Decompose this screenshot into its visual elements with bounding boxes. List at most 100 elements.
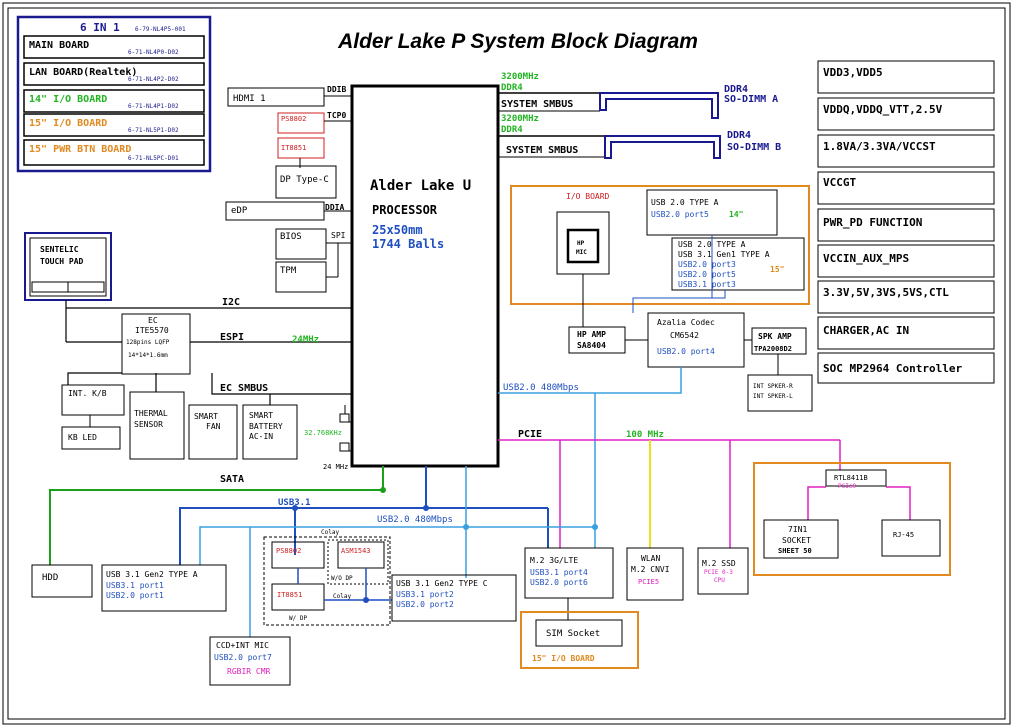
dp-typec-label: DP Type-C <box>280 175 329 185</box>
m2-lte-block: M.2 3G/LTE USB3.1 port4 USB2.0 port6 SIM… <box>520 547 639 669</box>
cam-l2: USB2.0 port7 <box>214 653 272 662</box>
fan-l1: SMART <box>194 412 218 421</box>
mem-ddr-2: DDR4 <box>501 125 523 135</box>
mem-smbus-2: SYSTEM SMBUS <box>506 145 578 156</box>
usb2-right-bus: USB2.0 480Mbps <box>498 367 682 548</box>
wlan-block: WLAN M.2 CNVI PCIE5 <box>626 547 684 601</box>
usb20a-l3: 14" <box>729 210 743 219</box>
lan-board-code: 6-71-NL4P2-D02 <box>128 76 179 83</box>
ps8802-top: PS8802 <box>281 115 306 123</box>
lan-board: RTL8411B PCIe9 7IN1 SOCKET SHEET 50 RJ-4… <box>753 462 951 576</box>
ec-line1: EC <box>148 316 158 325</box>
tcp0-label: TCP0 <box>327 111 346 120</box>
spkr-r: INT SPKER-R <box>753 383 793 390</box>
pcie-bus: PCIE 100 MHz <box>498 429 841 548</box>
wlan-l1: WLAN <box>641 554 660 563</box>
cam-l3: RGBIR CMR <box>227 667 271 676</box>
usb31-bus-label: USB3.1 <box>278 498 311 508</box>
dimm-a-label: SO-DIMM A <box>724 94 778 105</box>
it8851-bottom: IT8851 <box>277 591 302 599</box>
main-board-code: 6-71-NL4P0-D02 <box>128 49 179 56</box>
batt-l2: BATTERY <box>249 422 283 431</box>
typec-l3: USB2.0 port2 <box>396 600 454 609</box>
cpu-block: Alder Lake U PROCESSOR 25x50mm 1744 Ball… <box>350 84 500 468</box>
ps8802-bottom: PS8802 <box>276 547 301 555</box>
io-board-label: I/O BOARD <box>566 192 610 201</box>
kb-label: INT. K/B <box>68 389 107 398</box>
main-board-label: MAIN BOARD <box>29 40 89 51</box>
power-item-3: VCCGT <box>823 176 856 189</box>
touchpad-line2: TOUCH PAD <box>40 257 84 266</box>
ssd-block: M.2 SSD PCIE 0-3 CPU <box>697 547 749 595</box>
bios-label: BIOS <box>280 232 302 242</box>
pcie-speed: 100 MHz <box>626 430 664 440</box>
w-dp-label: W/ DP <box>289 615 307 622</box>
xtal2-label: 24 MHz <box>323 463 348 471</box>
usb20a-l1: USB 2.0 TYPE A <box>651 198 719 207</box>
usb20b-l3: USB2.0 port3 <box>678 260 736 269</box>
usb2-bottom-label: USB2.0 480Mbps <box>377 515 453 525</box>
power-item-4: PWR_PD FUNCTION <box>823 216 922 229</box>
power-item-1: VDDQ,VDDQ_VTT,2.5V <box>823 103 943 116</box>
mem-speed-1: 3200MHz <box>501 72 539 82</box>
mem-ddr-1: DDR4 <box>501 83 523 93</box>
kbled-label: KB LED <box>68 433 97 442</box>
lte-l1: M.2 3G/LTE <box>530 556 578 565</box>
power-item-0: VDD3,VDD5 <box>823 66 883 79</box>
wlan-l2: M.2 CNVI <box>631 565 670 574</box>
codec-l1: Azalia Codec <box>657 318 715 327</box>
spk-amp-l1: SPK AMP <box>758 332 792 341</box>
usb2-right-label: USB2.0 480Mbps <box>503 383 579 393</box>
usb31a-l3: USB2.0 port1 <box>106 591 164 600</box>
wo-dp-label: W/O DP <box>331 575 353 582</box>
page-title: Alder Lake P System Block Diagram <box>337 30 698 53</box>
hp-mic-line1: HP <box>577 240 585 247</box>
touchpad-block: SENTELIC TOUCH PAD <box>24 232 112 301</box>
socket-l3: SHEET 50 <box>778 547 812 555</box>
audio-section: HP AMP SA8404 Azalia Codec CM6542 USB2.0… <box>568 235 813 412</box>
fan-l2: FAN <box>206 422 221 431</box>
sim-l1: SIM Socket <box>546 629 600 639</box>
io-board: I/O BOARD HP MIC USB 2.0 TYPE A USB2.0 p… <box>510 185 810 305</box>
spi-label: SPI <box>331 231 346 240</box>
camera-block: CCD+INT MIC USB2.0 port7 RGBIR CMR <box>209 636 291 686</box>
io15-board-label: 15" I/O BOARD <box>29 118 107 129</box>
dimm-b-ddr: DDR4 <box>727 130 751 141</box>
ssd-l3: CPU <box>714 577 725 584</box>
codec-l2: CM6542 <box>670 331 699 340</box>
usb20b-l2: USB 3.1 Gen1 TYPE A <box>678 250 770 259</box>
tpm-label: TPM <box>280 266 297 276</box>
rtl-l2: PCIe9 <box>838 483 856 490</box>
dimm-b-label: SO-DIMM B <box>727 142 781 153</box>
lte-l2: USB3.1 port4 <box>530 568 588 577</box>
usb20b-l4: USB2.0 port5 <box>678 270 736 279</box>
typec-section: Colay PS8802 ASM1543 W/O DP IT8851 Colay… <box>263 529 517 626</box>
hp-mic-line2: MIC <box>576 249 587 256</box>
ddib-label: DDIB <box>327 85 346 94</box>
bios-section: BIOS TPM SPI <box>275 228 352 293</box>
spkr-l: INT SPKER-L <box>753 393 793 400</box>
power-list: VDD3,VDD5 VDDQ,VDDQ_VTT,2.5V 1.8VA/3.3VA… <box>817 60 995 384</box>
typec-l1: USB 3.1 Gen2 TYPE C <box>396 579 488 588</box>
ddia-label: DDIA <box>325 203 344 212</box>
pcie-label: PCIE <box>518 429 542 440</box>
wlan-l3: PCIE5 <box>638 578 659 586</box>
power-item-7: CHARGER,AC IN <box>823 324 909 337</box>
usb20a-l2: USB2.0 port5 <box>651 210 709 219</box>
lan-board-label: LAN BOARD(Realtek) <box>29 67 137 78</box>
batt-l3: AC-IN <box>249 432 273 441</box>
xtal1-label: 32.768KHz <box>304 429 342 437</box>
usb31a-l1: USB 3.1 Gen2 TYPE A <box>106 570 198 579</box>
mem-smbus-1: SYSTEM SMBUS <box>501 99 573 110</box>
cpu-balls: 1744 Balls <box>372 237 444 251</box>
crystals: 32.768KHz 24 MHz <box>304 405 352 471</box>
bus-lines <box>65 300 352 405</box>
colay-1: Colay <box>321 529 339 536</box>
hdd-label: HDD <box>42 573 58 583</box>
typec-l2: USB3.1 port2 <box>396 590 454 599</box>
board-list-header-code: 6-79-NL4P5-001 <box>135 26 186 33</box>
rj45-label: RJ-45 <box>893 531 914 539</box>
edp-label: eDP <box>231 206 248 216</box>
